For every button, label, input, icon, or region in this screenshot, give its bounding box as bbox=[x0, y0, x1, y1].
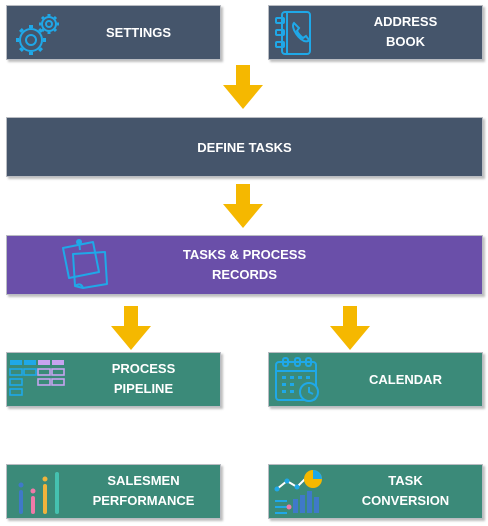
salesmen-performance-box[interactable]: SALESMEN PERFORMANCE bbox=[6, 464, 221, 519]
salesmen-performance-label: SALESMEN PERFORMANCE bbox=[67, 471, 220, 511]
tasks-process-records-box[interactable]: TASKS & PROCESS RECORDS bbox=[6, 235, 483, 295]
flow-arrow-down bbox=[330, 306, 370, 350]
process-pipeline-label: PROCESS PIPELINE bbox=[67, 359, 220, 399]
address-book-box[interactable]: ADDRESS BOOK bbox=[268, 5, 483, 60]
salesmen-performance-line1: SALESMEN bbox=[107, 473, 180, 488]
flow-arrow-down bbox=[223, 65, 263, 109]
address-book-label-line2: BOOK bbox=[386, 34, 425, 49]
calendar-box[interactable]: CALENDAR bbox=[268, 352, 483, 407]
tasks-process-records-label: TASKS & PROCESS RECORDS bbox=[7, 245, 482, 285]
settings-box[interactable]: SETTINGS bbox=[6, 5, 221, 60]
task-conversion-line1: TASK bbox=[388, 473, 423, 488]
calendar-label: CALENDAR bbox=[369, 372, 442, 387]
settings-label: SETTINGS bbox=[105, 25, 171, 40]
process-pipeline-line2: PIPELINE bbox=[113, 381, 174, 396]
task-conversion-line2: CONVERSION bbox=[361, 493, 450, 508]
task-conversion-box[interactable]: TASK CONVERSION bbox=[268, 464, 483, 519]
address-book-label: ADDRESS BOOK bbox=[329, 12, 482, 52]
sticky-notes-icon bbox=[62, 239, 108, 289]
address-book-label-line1: ADDRESS bbox=[373, 14, 438, 29]
gears-icon bbox=[16, 14, 59, 55]
define-tasks-box[interactable]: DEFINE TASKS bbox=[6, 117, 483, 177]
dashboard-chart-icon bbox=[274, 470, 322, 514]
tasks-process-records-line1: TASKS & PROCESS bbox=[182, 247, 307, 262]
bar-chart-icon bbox=[18, 472, 59, 514]
address-book-icon bbox=[275, 11, 311, 55]
task-conversion-label: TASK CONVERSION bbox=[329, 471, 482, 511]
salesmen-performance-line2: PERFORMANCE bbox=[92, 493, 195, 508]
calendar-clock-icon bbox=[275, 357, 319, 402]
process-pipeline-box[interactable]: PROCESS PIPELINE bbox=[6, 352, 221, 407]
define-tasks-label: DEFINE TASKS bbox=[197, 140, 292, 155]
kanban-board-icon bbox=[9, 360, 65, 396]
flow-arrow-down bbox=[111, 306, 151, 350]
tasks-process-records-line2: RECORDS bbox=[211, 267, 277, 282]
flow-arrow-down bbox=[223, 184, 263, 228]
process-pipeline-line1: PROCESS bbox=[111, 361, 176, 376]
